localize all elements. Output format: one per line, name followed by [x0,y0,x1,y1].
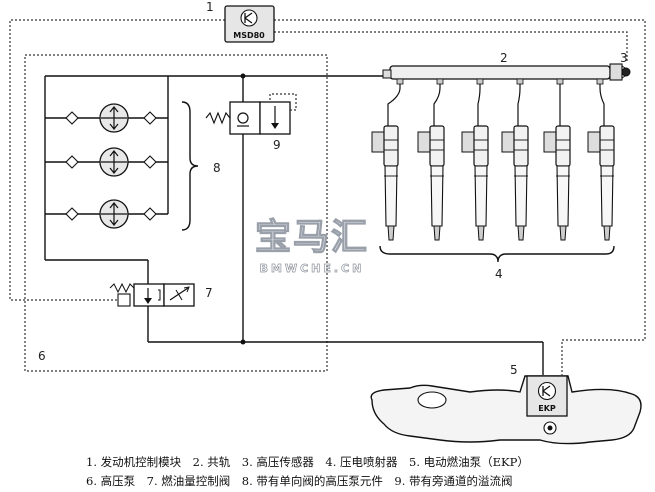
injector [543,78,571,241]
legend-line-1: 1. 发动机控制模块 2. 共轨 3. 高压传感器 4. 压电喷射器 5. 电动… [86,455,529,469]
injector [461,78,489,241]
watermark-site: BMWCHE.CN [260,262,365,275]
engine-control-module: MSD80 [224,5,275,43]
legend: 1. 发动机控制模块 2. 共轨 3. 高压传感器 4. 压电喷射器 5. 电动… [86,455,529,488]
overflow-valve [205,93,297,135]
watermark: 宝马汇 BMWCHE.CN [254,216,369,275]
injector-group-brace [379,245,615,263]
piezo-injectors [371,78,615,241]
pressure-sensor [609,63,623,81]
overflow-valve-spring-icon [205,111,231,125]
check-valve-icon [65,155,79,169]
callout-4: 4 [495,267,503,281]
check-valve-icon [65,111,79,125]
dme-logo-icon [240,9,258,27]
callouts: 1 2 3 4 5 6 7 8 9 [38,0,628,377]
ekp-logo-icon [537,381,557,401]
common-rail [327,63,631,81]
pump-element [65,103,157,133]
rail-body [389,65,611,80]
legend-line-2: 6. 高压泵 7. 燃油量控制阀 8. 带有单向阀的高压泵元件 9. 带有旁通道… [86,474,513,488]
check-valve-icon [143,111,157,125]
injector [417,78,445,241]
wire-dme-to-control-valve [9,19,225,301]
check-valve-icon [65,207,79,221]
callout-1: 1 [206,0,214,14]
callout-9: 9 [273,138,281,152]
injector [501,78,529,241]
wire-dme-to-sensor [274,31,628,62]
control-valve-spring-icon [109,282,135,294]
check-valve-icon [143,207,157,221]
callout-5: 5 [510,363,518,377]
injector [587,78,615,241]
callout-7: 7 [205,286,213,300]
wire-dme-to-ekp [274,19,646,375]
pump-element [65,199,157,229]
fuel-tank: EKP [370,375,642,445]
callout-6: 6 [38,349,46,363]
check-valve-icon [143,155,157,169]
callout-3: 3 [620,51,628,65]
watermark-brand: 宝马汇 [255,217,369,258]
signal-wires [9,19,646,375]
fuel-quantity-control-valve [109,282,195,307]
high-pressure-pump-boundary [24,54,328,372]
dme-label: MSD80 [233,31,265,40]
ekp-label: EKP [538,404,556,413]
callout-2: 2 [500,51,508,65]
pump-element [65,147,157,177]
pump-elements [65,103,157,229]
pump-element-brace [181,101,199,231]
fuel-tank-body [370,375,642,445]
injector [371,78,404,241]
callout-8: 8 [213,161,221,175]
